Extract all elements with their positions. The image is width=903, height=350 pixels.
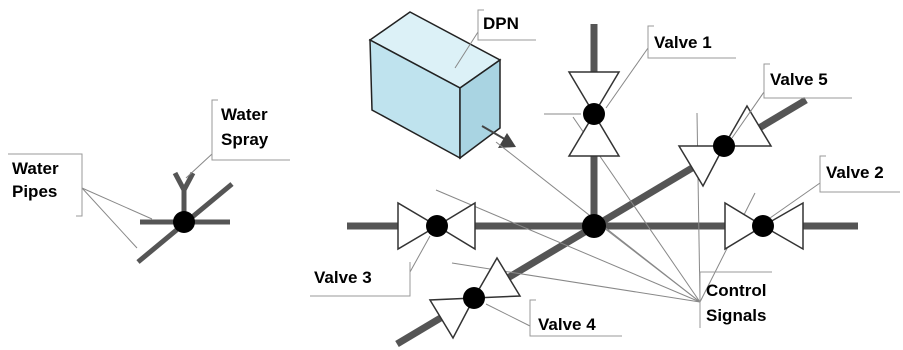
dpn-label: DPN (483, 14, 519, 33)
valve-3-bracket (310, 262, 411, 297)
dpn-arrowhead (498, 133, 516, 148)
water-spray-line1: Water (221, 105, 268, 124)
valve-4-label: Valve 4 (485, 299, 622, 337)
valve-5-label: Valve 5 (731, 63, 852, 139)
control-signals-bracket (699, 271, 772, 328)
valve-5-leader (731, 91, 765, 139)
water-pipes-line1: Water (12, 159, 59, 178)
valve-5-bracket (763, 63, 852, 99)
water-pipes-leader-top (81, 187, 153, 220)
valve-3-label: Valve 3 (310, 235, 431, 297)
valve-2-bracket (819, 155, 900, 193)
valve-2-actuator (752, 215, 774, 237)
valve-3 (397, 201, 476, 251)
signal-line-valve3 (435, 189, 701, 303)
valve-5-text: Valve 5 (770, 70, 828, 89)
dpn-label-group: DPN (454, 9, 536, 69)
signal-line-junction (603, 227, 701, 303)
valve-4-actuator (463, 287, 485, 309)
dpn-output-arrow (481, 125, 509, 142)
control-signals-line1: Control (706, 281, 766, 300)
dpn-unit (368, 11, 516, 160)
valve-1-text: Valve 1 (654, 33, 712, 52)
water-spray-line2: Spray (221, 130, 269, 149)
water-pipes-line2: Pipes (12, 182, 57, 201)
valve-1 (544, 71, 621, 157)
valve-2-text: Valve 2 (826, 163, 884, 182)
legend-spray-right (181, 171, 196, 192)
legend-symbol (136, 171, 234, 264)
water-pipes-label: Water Pipes (8, 153, 153, 249)
valve-3-leader (409, 235, 431, 273)
valve-4-text: Valve 4 (538, 315, 596, 334)
water-spray-label: Water Spray (185, 99, 290, 179)
water-pipes-leader-bottom (81, 187, 138, 249)
dpn-side-face (459, 58, 501, 160)
legend-spray-left (172, 171, 187, 192)
dpn-bracket (477, 9, 536, 41)
valve-1-label: Valve 1 (605, 25, 736, 109)
control-signals-label: Control Signals (699, 271, 772, 328)
valve-2-label: Valve 2 (769, 155, 900, 219)
water-pipes-bracket (8, 153, 83, 217)
valve-2-leader (769, 182, 821, 219)
valve-4-bracket (529, 299, 622, 337)
signal-line-valve5 (696, 112, 701, 303)
water-spray-leader (185, 153, 213, 179)
valve-1-bracket (647, 25, 736, 59)
water-spray-bracket (211, 99, 290, 161)
valve-5 (677, 104, 773, 188)
main-junction (582, 214, 606, 238)
valve-1-actuator (583, 103, 605, 125)
valve-4-leader (485, 303, 531, 327)
valve-2 (724, 201, 804, 251)
valve-5-actuator (713, 135, 735, 157)
control-signals-line2: Signals (706, 306, 766, 325)
legend-junction (173, 211, 195, 233)
valve-1-leader (605, 47, 649, 109)
valve-3-text: Valve 3 (314, 268, 372, 287)
valve-4 (428, 256, 522, 340)
valve-3-actuator (426, 215, 448, 237)
dpn-leader (454, 31, 479, 69)
